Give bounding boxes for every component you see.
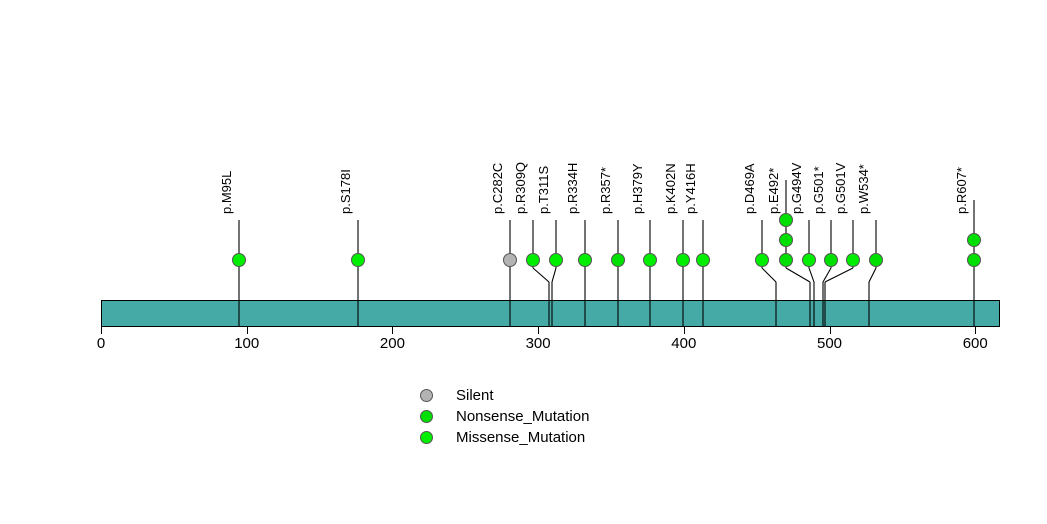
axis-baseline — [101, 327, 1000, 328]
mutation-marker[interactable] — [755, 253, 769, 267]
lollipop-stem — [617, 220, 619, 327]
mutation-marker[interactable] — [967, 253, 981, 267]
mutation-label: p.S178I — [338, 169, 353, 214]
legend-label-silent: Silent — [456, 387, 494, 404]
mutation-marker[interactable] — [503, 253, 517, 267]
axis-tick-400 — [683, 327, 685, 334]
legend-label-missense-mutation: Missense_Mutation — [456, 429, 586, 446]
mutation-label: p.K402N — [663, 163, 678, 214]
axis-tick-600 — [975, 327, 977, 334]
mutation-marker[interactable] — [578, 253, 592, 267]
mutation-label: p.R309Q — [513, 161, 528, 214]
legend-item-silent[interactable]: Silent — [420, 385, 589, 406]
lollipop-stem — [509, 220, 511, 327]
mutation-marker[interactable] — [611, 253, 625, 267]
lollipop-stem — [761, 220, 777, 327]
mutation-label: p.Y416H — [683, 163, 698, 214]
mutation-marker[interactable] — [802, 253, 816, 267]
lollipop-stem — [357, 220, 359, 327]
protein-backbone-bar — [101, 300, 1000, 327]
lollipop-stem — [238, 220, 240, 327]
axis-tick-label-300: 300 — [525, 335, 551, 352]
mutation-marker[interactable] — [526, 253, 540, 267]
mutation-label: p.G494V — [789, 162, 804, 214]
mutation-marker[interactable] — [232, 253, 246, 267]
axis-tick-500 — [829, 327, 831, 334]
mutation-marker[interactable] — [779, 233, 793, 247]
lollipop-stem — [824, 220, 854, 327]
lollipop-stem — [702, 220, 704, 327]
mutation-marker[interactable] — [643, 253, 657, 267]
mutation-marker[interactable] — [696, 253, 710, 267]
axis-tick-100 — [246, 327, 248, 334]
mutation-marker[interactable] — [779, 253, 793, 267]
axis-tick-label-500: 500 — [817, 335, 843, 352]
mutation-label: p.R607* — [954, 167, 969, 214]
mutation-marker[interactable] — [779, 213, 793, 227]
mutation-label: p.G501* — [811, 166, 826, 214]
mutation-marker[interactable] — [549, 253, 563, 267]
lollipop-stem — [682, 220, 684, 327]
mutation-label: p.H379Y — [630, 163, 645, 214]
mutation-label: p.D469A — [742, 163, 757, 214]
mutation-marker[interactable] — [824, 253, 838, 267]
axis-tick-200 — [392, 327, 394, 334]
axis-tick-label-600: 600 — [962, 335, 988, 352]
axis-tick-label-0: 0 — [96, 335, 106, 352]
mutation-label: p.W534* — [856, 164, 871, 214]
mutation-label: p.M95L — [219, 170, 234, 214]
mutation-label: p.R357* — [598, 167, 613, 214]
axis-tick-0 — [101, 327, 102, 334]
mutation-marker[interactable] — [967, 233, 981, 247]
mutation-label: p.G501V — [833, 162, 848, 214]
axis-tick-label-100: 100 — [234, 335, 260, 352]
legend-swatch-nonsense-mutation — [420, 410, 433, 423]
lollipop-stem — [868, 220, 877, 327]
mutation-marker[interactable] — [869, 253, 883, 267]
mutation-marker[interactable] — [846, 253, 860, 267]
mutation-label: p.T311S — [536, 165, 551, 214]
mutation-label: p.E492* — [766, 167, 781, 214]
legend-item-nonsense-mutation[interactable]: Nonsense_Mutation — [420, 406, 589, 427]
mutation-label: p.R334H — [565, 162, 580, 214]
legend-label-nonsense-mutation: Nonsense_Mutation — [456, 408, 590, 425]
axis-tick-label-200: 200 — [379, 335, 405, 352]
lollipop-stem — [551, 220, 557, 327]
axis-tick-label-400: 400 — [671, 335, 697, 352]
axis-tick-300 — [538, 327, 540, 334]
legend-swatch-missense-mutation — [420, 431, 433, 444]
lollipop-stem — [584, 220, 586, 327]
mutation-label: p.C282C — [490, 162, 505, 214]
lollipop-stem — [649, 220, 651, 327]
legend-swatch-silent — [420, 389, 433, 402]
legend: Silent Nonsense_Mutation Missense_Mutati… — [420, 385, 589, 448]
legend-item-missense-mutation[interactable]: Missense_Mutation — [420, 427, 589, 448]
mutation-marker[interactable] — [676, 253, 690, 267]
mutation-marker[interactable] — [351, 253, 365, 267]
